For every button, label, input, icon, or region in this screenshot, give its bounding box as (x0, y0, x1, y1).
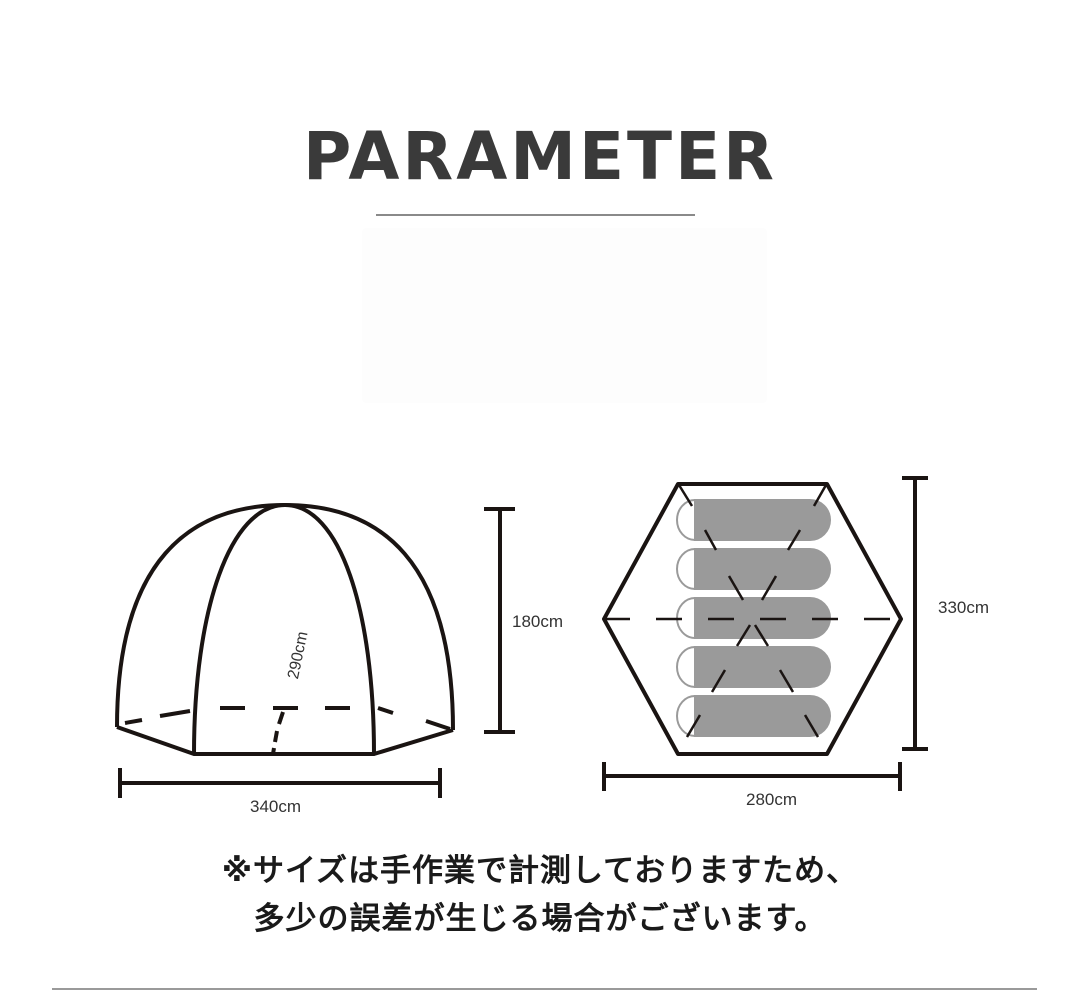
blank-panel (362, 228, 767, 403)
bottom-divider (52, 988, 1037, 990)
page-title: PARAMETER (303, 118, 777, 195)
disclaimer-line-2: 多少の誤差が生じる場合がございます。 (253, 901, 827, 937)
disclaimer-line-1: ※サイズは手作業で計測しておりますため、 (221, 853, 859, 889)
side-width-label: 340cm (250, 797, 302, 816)
height-label: 180cm (512, 612, 564, 631)
tent-top-view-diagram (602, 476, 928, 791)
title-divider (376, 214, 695, 216)
top-length-label: 330cm (938, 598, 990, 617)
top-width-label: 280cm (746, 790, 798, 809)
